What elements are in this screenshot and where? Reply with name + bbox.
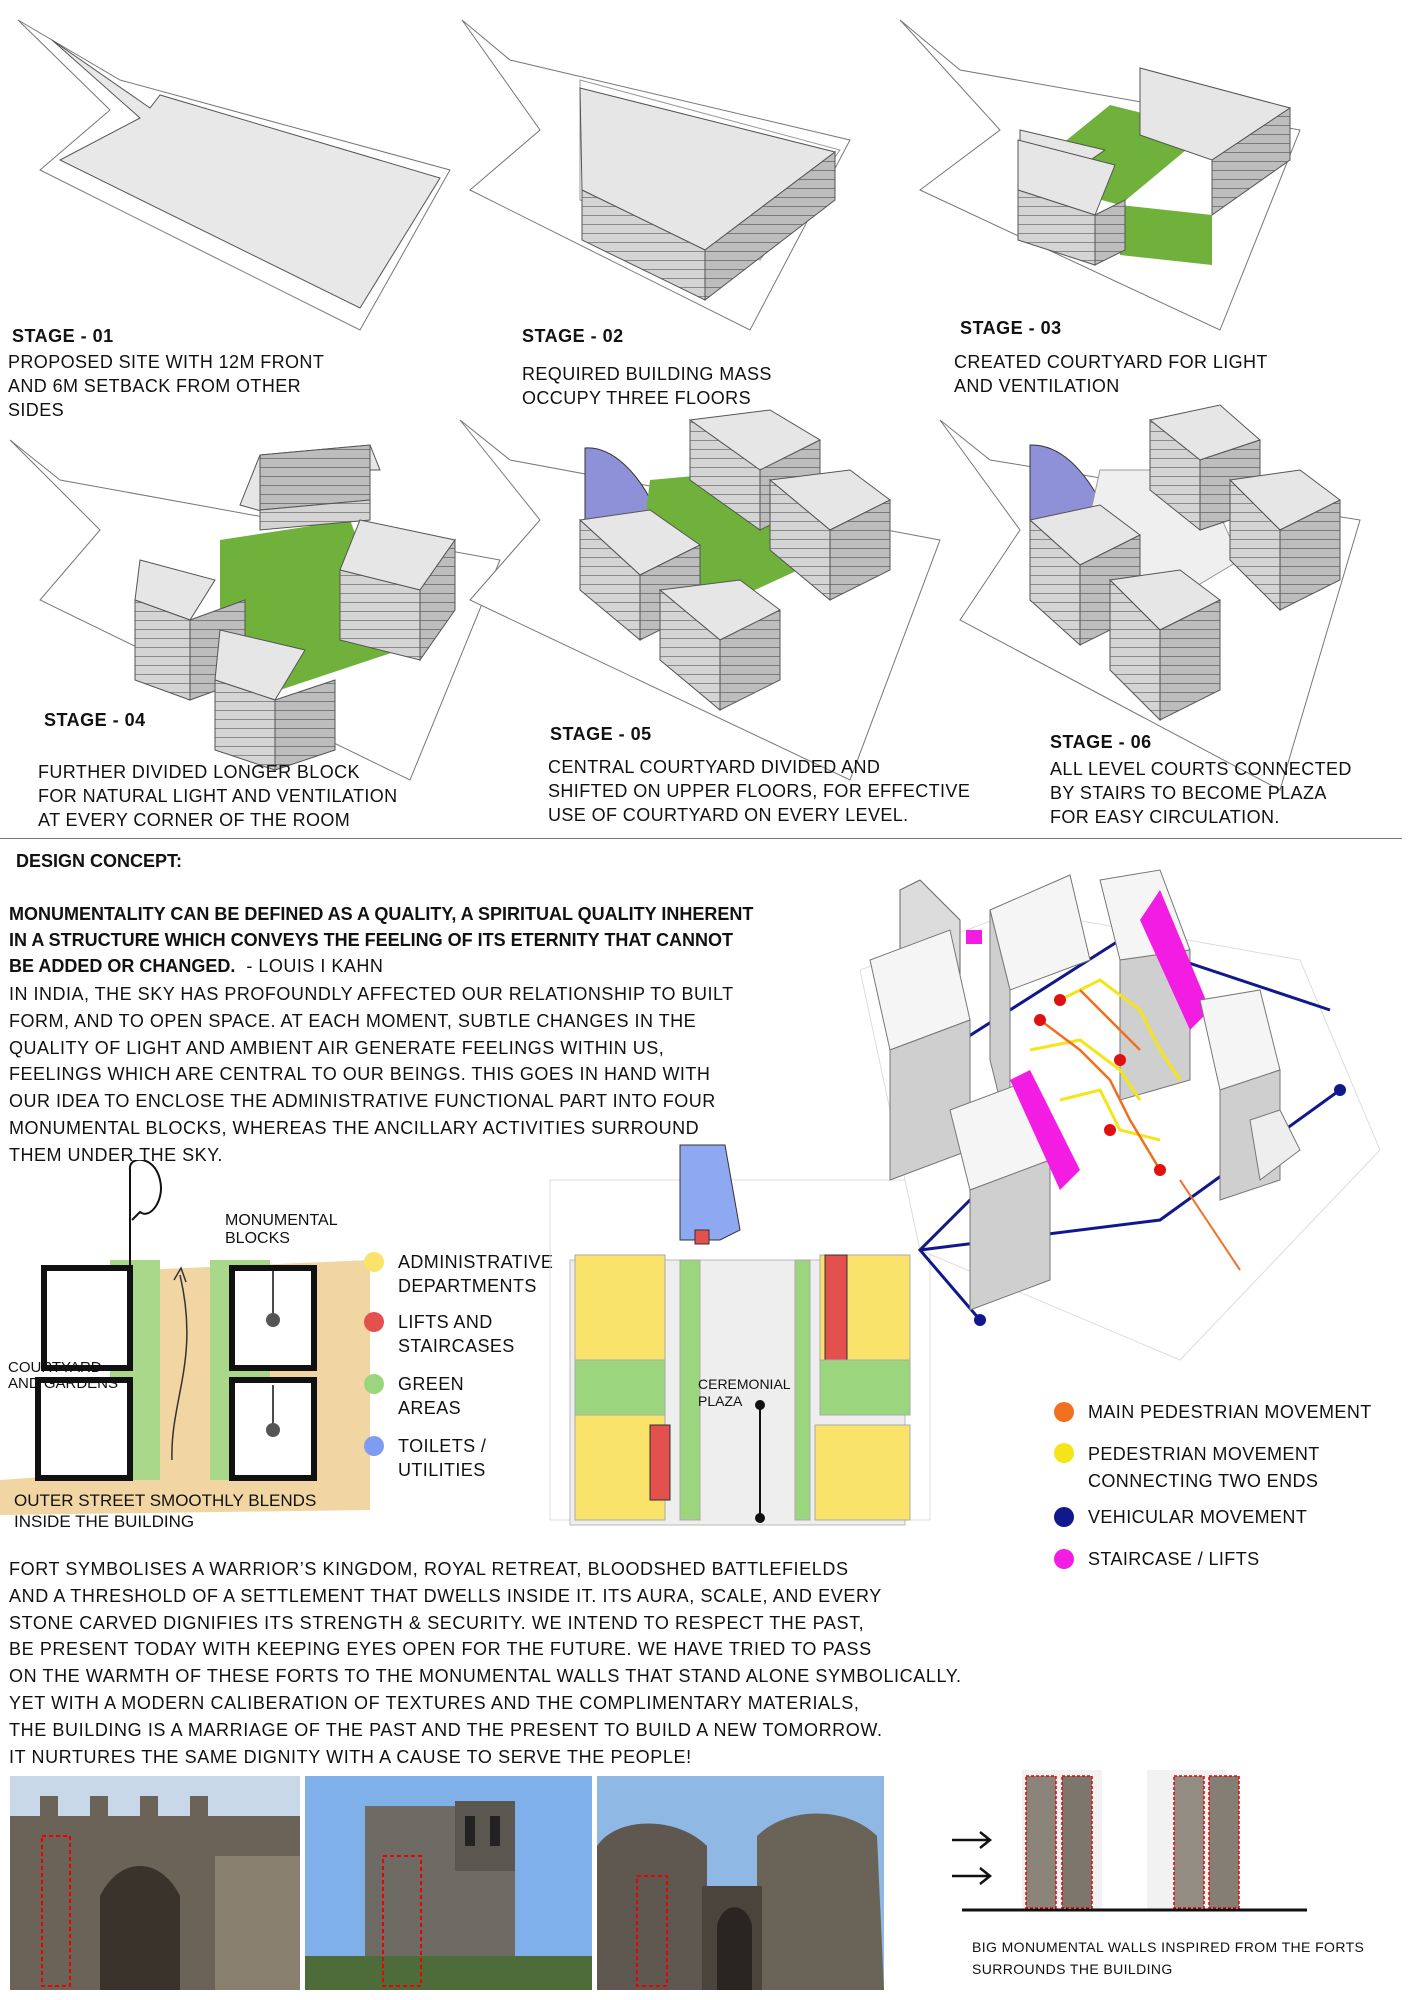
stage-diagrams — [9, 19, 1361, 791]
fort-photo-1 — [10, 1776, 300, 1990]
yellow-dot-icon — [1054, 1443, 1074, 1463]
stage-2-description: REQUIRED BUILDING MASS OCCUPY THREE FLOO… — [522, 364, 772, 408]
red-dot-icon — [364, 1312, 384, 1332]
legend-main-pedestrian: MAIN PEDESTRIAN MOVEMENT — [1054, 1400, 1372, 1424]
blue-dot-icon — [364, 1436, 384, 1456]
quote-text: MONUMENTALITY CAN BE DEFINED AS A QUALIT… — [9, 904, 754, 976]
orange-dot-icon — [1054, 1402, 1074, 1422]
concept-paragraph: IN INDIA, THE SKY HAS PROFOUNDLY AFFECTE… — [9, 984, 734, 1165]
navy-dot-icon — [1054, 1507, 1074, 1527]
stage-3-title: STAGE - 03 — [960, 318, 1062, 338]
green-dot-icon — [364, 1374, 384, 1394]
quote-author: - LOUIS I KAHN — [235, 956, 384, 976]
monumental-blocks-label: MONUMENTAL BLOCKS — [225, 1212, 338, 1247]
design-concept-heading: DESIGN CONCEPT: — [16, 851, 183, 871]
stage-1-title: STAGE - 01 — [12, 326, 114, 346]
legend-administrative: ADMINISTRATIVE DEPARTMENTS — [364, 1250, 553, 1298]
fort-photo-3 — [597, 1776, 884, 1990]
stage-1-diagram — [17, 19, 451, 331]
arrow-icon — [952, 1867, 993, 1885]
axonometric-movement — [860, 869, 1381, 1361]
stage-2-title: STAGE - 02 — [522, 326, 624, 346]
kahn-quote: MONUMENTALITY CAN BE DEFINED AS A QUALIT… — [9, 901, 754, 980]
stage-1-description: PROPOSED SITE WITH 12M FRONT AND 6M SETB… — [8, 352, 325, 420]
walls-elevation — [952, 1770, 1307, 1912]
outer-street-label: OUTER STREET SMOOTHLY BLENDS INSIDE THE … — [14, 1491, 317, 1531]
magenta-dot-icon — [1054, 1549, 1074, 1569]
stage-6-description: ALL LEVEL COURTS CONNECTED BY STAIRS TO … — [1050, 759, 1352, 827]
legend-toilets: TOILETS / UTILITIES — [364, 1434, 486, 1482]
stage-4-description: FURTHER DIVIDED LONGER BLOCK FOR NATURAL… — [38, 762, 398, 830]
courtyard-label: COURTYARD AND GARDENS — [8, 1359, 119, 1392]
stage-4-title: STAGE - 04 — [44, 710, 146, 730]
stage-4-diagram — [9, 439, 501, 781]
legend-pedestrian-connecting: PEDESTRIAN MOVEMENT CONNECTING TWO ENDS — [1054, 1441, 1320, 1495]
section-divider — [0, 838, 1402, 839]
stage-3-description: CREATED COURTYARD FOR LIGHT AND VENTILAT… — [954, 352, 1268, 396]
arrow-icon — [952, 1831, 993, 1849]
legend-lifts: LIFTS AND STAIRCASES — [364, 1310, 515, 1358]
legend-vehicular: VEHICULAR MOVEMENT — [1054, 1505, 1307, 1529]
stage-5-description: CENTRAL COURTYARD DIVIDED AND SHIFTED ON… — [548, 757, 971, 825]
stage-2-diagram — [461, 19, 851, 331]
walls-caption: BIG MONUMENTAL WALLS INSPIRED FROM THE F… — [972, 1939, 1365, 1977]
legend-staircase-lifts: STAIRCASE / LIFTS — [1054, 1547, 1260, 1571]
legend-green: GREEN AREAS — [364, 1372, 464, 1420]
yellow-dot-icon — [364, 1252, 384, 1272]
fort-photo-2 — [305, 1776, 592, 1990]
stage-3-diagram — [899, 19, 1301, 331]
floor-plan — [549, 1144, 931, 1526]
fort-paragraph: FORT SYMBOLISES A WARRIOR’S KINGDOM, ROY… — [9, 1559, 962, 1767]
concept-sketch — [0, 1160, 370, 1515]
stage-6-diagram — [939, 404, 1361, 791]
stage-6-title: STAGE - 06 — [1050, 732, 1152, 752]
ceremonial-plaza-label: CEREMONIAL PLAZA — [698, 1376, 791, 1409]
stage-5-diagram — [459, 409, 941, 781]
stage-5-title: STAGE - 05 — [550, 724, 652, 744]
